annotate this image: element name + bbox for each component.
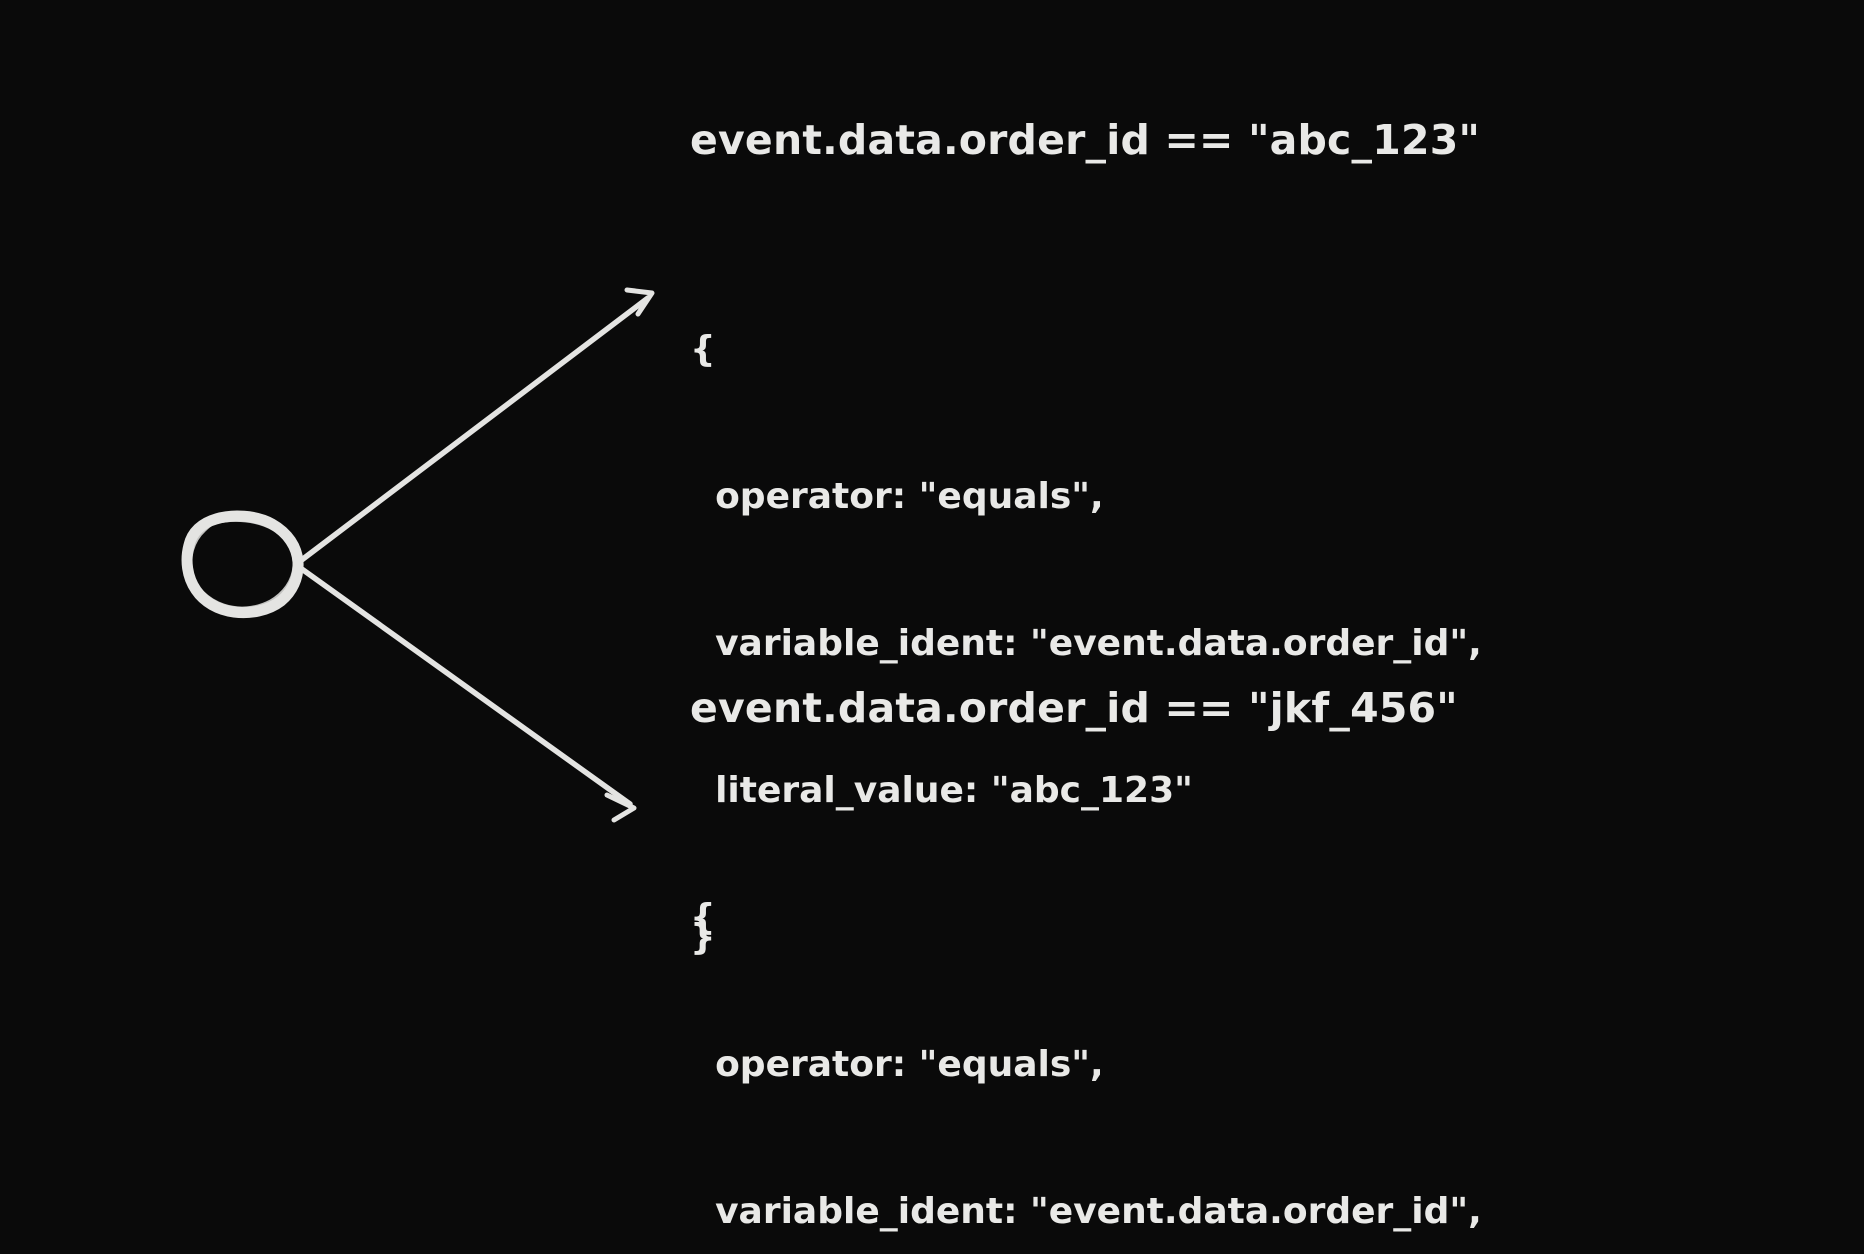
- branch-2-heading: event.data.order_id == "jkf_456": [690, 684, 1458, 732]
- edge-1-line: [296, 295, 651, 565]
- branch-1-heading: event.data.order_id == "abc_123": [690, 116, 1481, 164]
- branch-2-body: { operator: "equals", variable_ident: "e…: [690, 795, 1482, 1254]
- branch-1-block[interactable]: event.data.order_id == "abc_123" { opera…: [690, 82, 1482, 1098]
- root-node-outline-secondary: [185, 514, 300, 614]
- root-condition-node[interactable]: [181, 510, 304, 619]
- branch-1-body-line-3: literal_value: "abc_123": [690, 770, 1193, 811]
- branch-1-body-line-2: variable_ident: "event.data.order_id",: [690, 623, 1482, 664]
- edge-1-arrowhead-icon: [624, 287, 655, 317]
- edge-to-branch-1[interactable]: [296, 287, 655, 565]
- edge-to-branch-2[interactable]: [296, 564, 637, 823]
- branch-1-body-line-1: operator: "equals",: [690, 476, 1104, 517]
- branch-2-block[interactable]: event.data.order_id == "jkf_456" { opera…: [690, 650, 1482, 1254]
- branch-1-body: { operator: "equals", variable_ident: "e…: [690, 227, 1482, 1060]
- branch-1-body-line-0: {: [690, 329, 716, 370]
- edge-2-line: [296, 564, 633, 807]
- branch-1-body-line-4: }: [690, 917, 716, 958]
- branch-2-body-line-0: {: [690, 897, 716, 938]
- edge-2-arrowhead-icon: [604, 792, 637, 823]
- branch-2-body-line-1: operator: "equals",: [690, 1044, 1104, 1085]
- branch-2-body-line-2: variable_ident: "event.data.order_id",: [690, 1191, 1482, 1232]
